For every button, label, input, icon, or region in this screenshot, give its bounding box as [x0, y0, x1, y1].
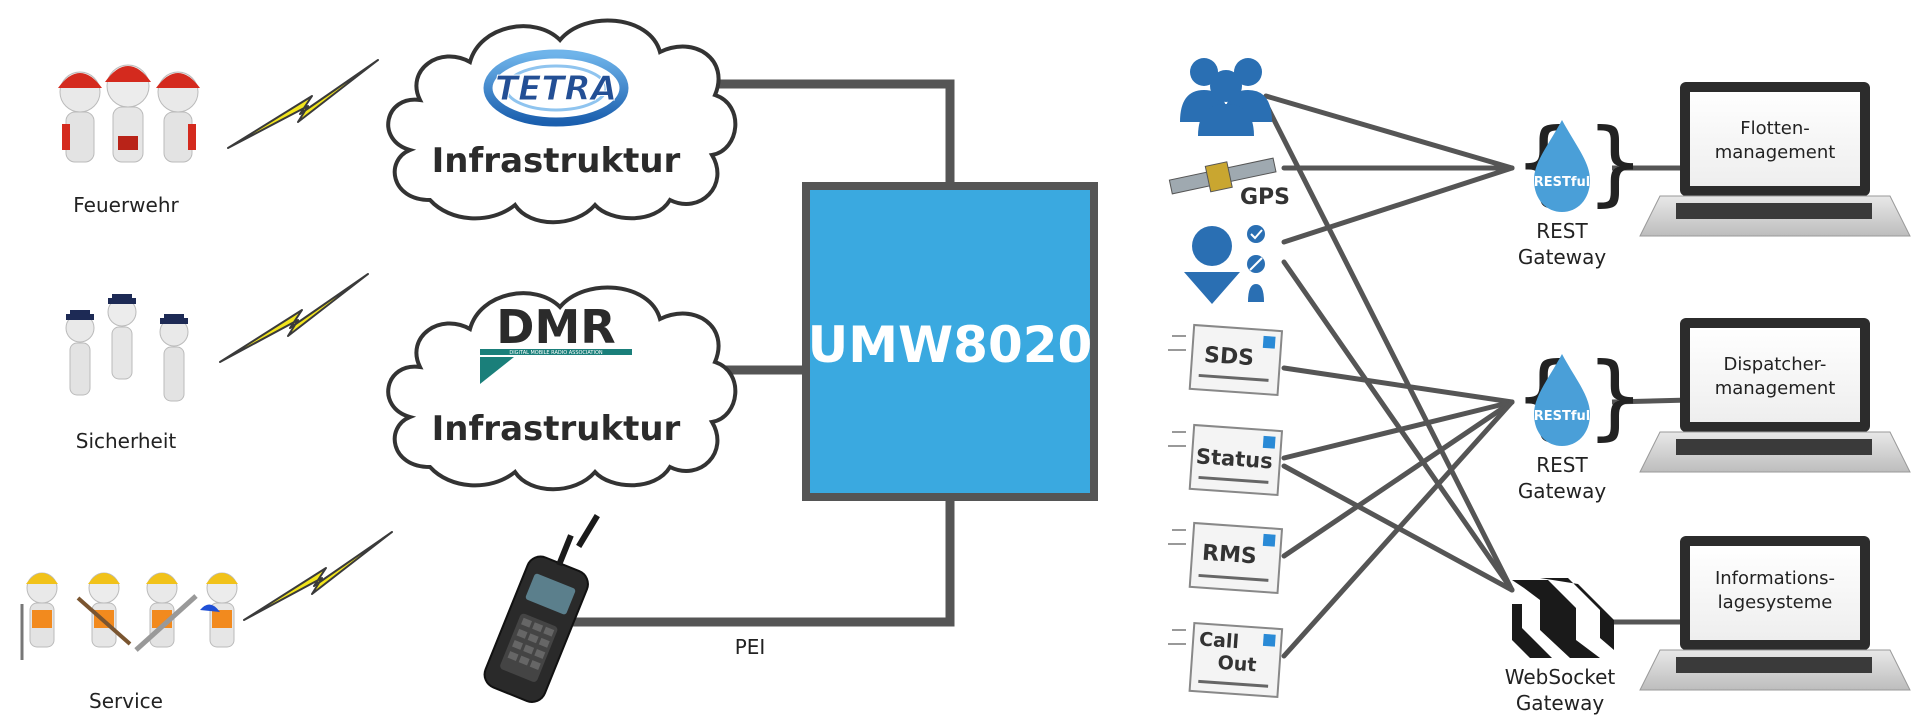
dmr-cloud-label: Infrastruktur — [432, 409, 681, 449]
rms-message-icon: RMS — [1168, 521, 1284, 595]
users-group-icon — [1180, 58, 1272, 136]
rest-gateway-2: { RESTful } REST Gateway — [1514, 343, 1645, 503]
service-connectors — [1263, 93, 1515, 659]
dmr-cloud: DMR DIGITAL MOBILE RADIO ASSOCIATION Inf… — [386, 285, 738, 492]
gateway-label-line2: Gateway — [1516, 691, 1605, 715]
gps-label: GPS — [1240, 185, 1290, 210]
gateway-label-line1: WebSocket — [1505, 665, 1616, 689]
core-label: UMW8020 — [808, 316, 1093, 374]
firefighters-icon — [58, 64, 200, 163]
laptop-informationslagesysteme: Informations- lagesysteme — [1639, 536, 1911, 691]
tetra-logo: TETRA — [483, 49, 629, 127]
presence-user-icon — [1184, 225, 1265, 304]
tetra-logo-text: TETRA — [495, 69, 617, 109]
dmr-logo: DMR DIGITAL MOBILE RADIO ASSOCIATION — [480, 300, 632, 384]
dmr-sublogo-text: DIGITAL MOBILE RADIO ASSOCIATION — [509, 350, 603, 356]
laptop-label-line1: Flotten- — [1740, 118, 1809, 139]
laptop-flottenmanagement: Flotten- management — [1639, 82, 1911, 237]
restful-drop-icon — [1534, 120, 1590, 212]
laptop-label-line1: Dispatcher- — [1724, 354, 1827, 375]
gateway-label-line1: REST — [1536, 219, 1588, 243]
dmr-logo-text: DMR — [496, 300, 615, 354]
tetra-connector — [718, 79, 955, 186]
gateway-label-line2: Gateway — [1518, 479, 1607, 503]
rms-label: RMS — [1201, 541, 1257, 570]
check-icon — [1247, 225, 1265, 243]
laptop-label-line2: lagesysteme — [1718, 592, 1833, 613]
radio-handset-icon — [483, 514, 600, 703]
laptop-label-line1: Informations- — [1715, 568, 1835, 589]
callout-message-icon: Call Out — [1168, 621, 1284, 699]
brace-right: } — [1586, 343, 1645, 450]
laptop-label-line2: management — [1715, 142, 1836, 163]
websocket-gateway: WebSocket Gateway — [1505, 578, 1616, 715]
callout-label-line2: Out — [1217, 652, 1257, 677]
bell-icon — [1248, 284, 1264, 302]
callout-label-line1: Call — [1198, 628, 1239, 653]
group-label-sicherheit: Sicherheit — [76, 429, 177, 453]
laptop-dispatchermanagement: Dispatcher- management — [1639, 318, 1911, 473]
service-workers-icon — [20, 572, 238, 660]
websocket-logo-icon — [1512, 578, 1614, 658]
group-label-service: Service — [89, 689, 163, 713]
gateway-label-line1: REST — [1536, 453, 1588, 477]
gateway-label-line2: Gateway — [1518, 245, 1607, 269]
lightning-bolts — [219, 59, 393, 621]
status-message-icon: Status — [1168, 423, 1284, 497]
laptop-label-line2: management — [1715, 378, 1836, 399]
sds-label: SDS — [1203, 343, 1255, 371]
security-guards-icon — [65, 294, 189, 402]
sds-message-icon: SDS — [1168, 323, 1284, 397]
gateway-connectors — [1611, 165, 1691, 625]
restful-badge: RESTful — [1534, 175, 1591, 190]
brace-right: } — [1586, 109, 1645, 216]
status-label: Status — [1195, 444, 1273, 473]
lightning-icon — [227, 59, 379, 149]
pei-label: PEI — [735, 635, 766, 659]
lightning-icon — [219, 273, 369, 363]
pei-connector — [545, 497, 955, 627]
rest-gateway-1: { RESTful } REST Gateway — [1514, 109, 1645, 269]
gps-satellite-icon: GPS — [1168, 157, 1290, 210]
restful-drop-icon — [1534, 354, 1590, 446]
core-connectors — [545, 79, 955, 627]
lightning-icon — [243, 531, 393, 621]
restful-badge: RESTful — [1534, 409, 1591, 424]
group-label-feuerwehr: Feuerwehr — [73, 193, 179, 217]
tetra-cloud-label: Infrastruktur — [432, 141, 681, 181]
umw8020-core: UMW8020 — [802, 182, 1098, 501]
tetra-cloud: TETRA Infrastruktur — [386, 18, 738, 225]
